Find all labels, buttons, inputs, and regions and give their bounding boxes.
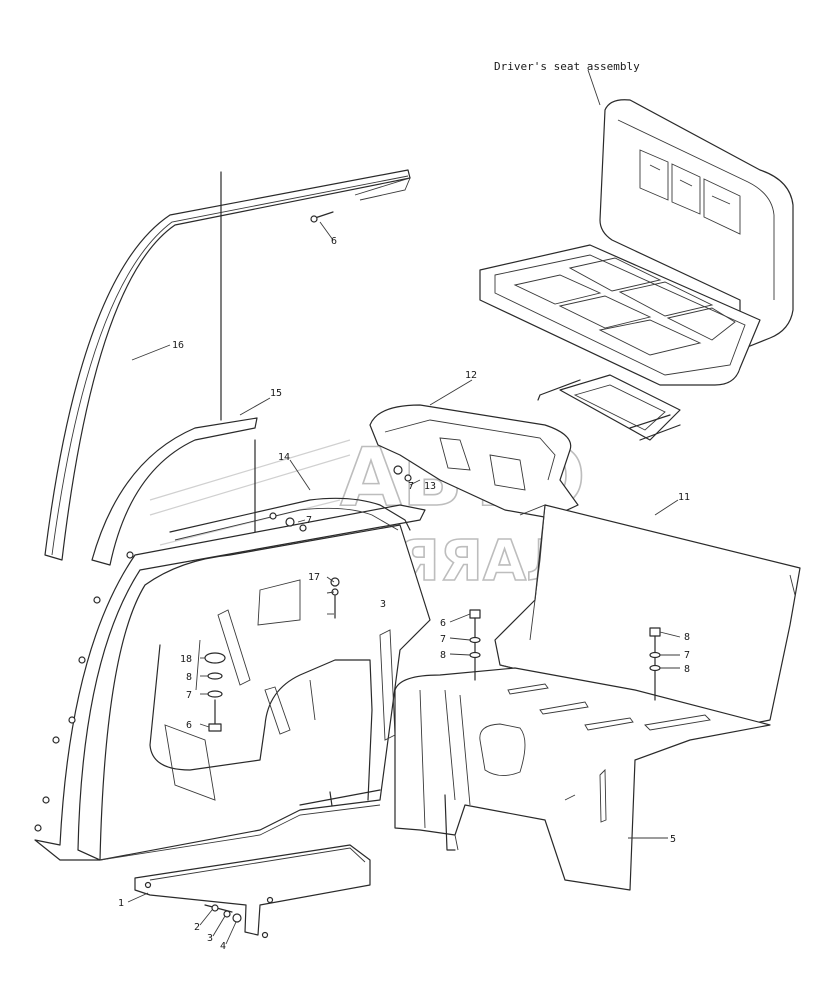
callout-7-left: 7 (186, 690, 192, 701)
part-13-small-arch (91, 417, 258, 566)
callout-8-right: 8 (684, 664, 690, 675)
callout-6-center: 6 (440, 618, 446, 629)
title-drivers-seat-assembly: Driver's seat assembly (494, 60, 640, 73)
callout-2: 2 (194, 922, 200, 933)
part-10-console (369, 404, 579, 519)
callout-7-rail: 7 (306, 515, 312, 526)
callout-10: 12 (465, 370, 477, 381)
callout-8-left: 8 (186, 672, 192, 683)
callout-12: 14 (278, 452, 290, 463)
callout-14: 16 (172, 340, 184, 351)
callout-16: 18 (180, 654, 192, 665)
callout-3: 3 (380, 599, 386, 610)
callout-3-bottom: 3 (207, 933, 213, 944)
callout-15: 17 (308, 572, 320, 583)
callout-11: 13 (424, 481, 436, 492)
callout-6-top: 6 (331, 236, 337, 247)
callout-9: 11 (678, 492, 690, 503)
drivers-seat-assembly (479, 99, 794, 441)
callout-7-center: 7 (440, 634, 446, 645)
leader-lines (127, 69, 681, 945)
callout-8-right-top: 8 (684, 632, 690, 643)
part-14-arch-trim (44, 169, 411, 561)
callout-6-left: 6 (186, 720, 192, 731)
part-12-rail (169, 497, 411, 533)
callout-13: 15 (270, 388, 282, 399)
part-5-floor-step (394, 667, 771, 891)
fender-panel (34, 504, 431, 861)
callout-5: 5 (670, 834, 676, 845)
callout-7-right: 7 (684, 650, 690, 661)
callout-7-console: 7 (408, 481, 414, 492)
callout-8-center: 8 (440, 650, 446, 661)
labels: Driver's seat assembly 6 16 15 12 14 7 1… (118, 60, 690, 952)
callout-4: 4 (220, 941, 226, 952)
part-1-bracket (134, 844, 371, 939)
callout-1: 1 (118, 898, 124, 909)
